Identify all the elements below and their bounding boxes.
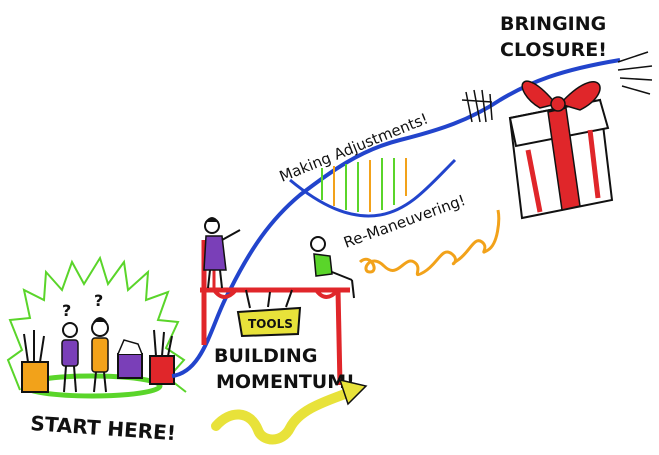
left-toolbox-icon xyxy=(21,330,49,393)
yellow-arrowhead xyxy=(338,378,368,406)
start-scene: ? ? START HERE! xyxy=(6,255,187,445)
question-mark-1: ? xyxy=(62,301,71,320)
building-label-1: BUILDING xyxy=(214,345,317,367)
sitting-person-icon xyxy=(310,236,355,299)
start-here-label: START HERE! xyxy=(30,411,177,445)
building-label-2: MOMENTUM! xyxy=(216,371,355,393)
gift-box-icon xyxy=(508,80,614,220)
closure-label-1: BRINGING xyxy=(500,13,606,35)
making-adjustments-label: Making Adjustments! xyxy=(277,110,431,186)
person-orange-icon xyxy=(91,317,109,393)
green-aura xyxy=(6,255,187,393)
remaneuvering-label: Re-Maneuvering! xyxy=(341,191,468,252)
pointing-person-icon xyxy=(203,217,241,289)
question-mark-2: ? xyxy=(94,291,103,310)
right-hand-icon xyxy=(617,51,653,95)
tools-label: TOOLS xyxy=(248,317,293,331)
purple-box-icon xyxy=(117,339,143,379)
red-toolbox-icon xyxy=(149,329,175,385)
tools-box-icon: TOOLS xyxy=(236,289,302,338)
left-hand-icon xyxy=(461,89,493,123)
adjustment-arrows xyxy=(321,158,407,212)
person-purple-icon xyxy=(61,322,79,393)
closure-label-2: CLOSURE! xyxy=(500,39,607,61)
yellow-arrow xyxy=(211,387,355,445)
adjustment-curve xyxy=(289,158,457,218)
remaneuvering-squiggle xyxy=(358,209,501,277)
